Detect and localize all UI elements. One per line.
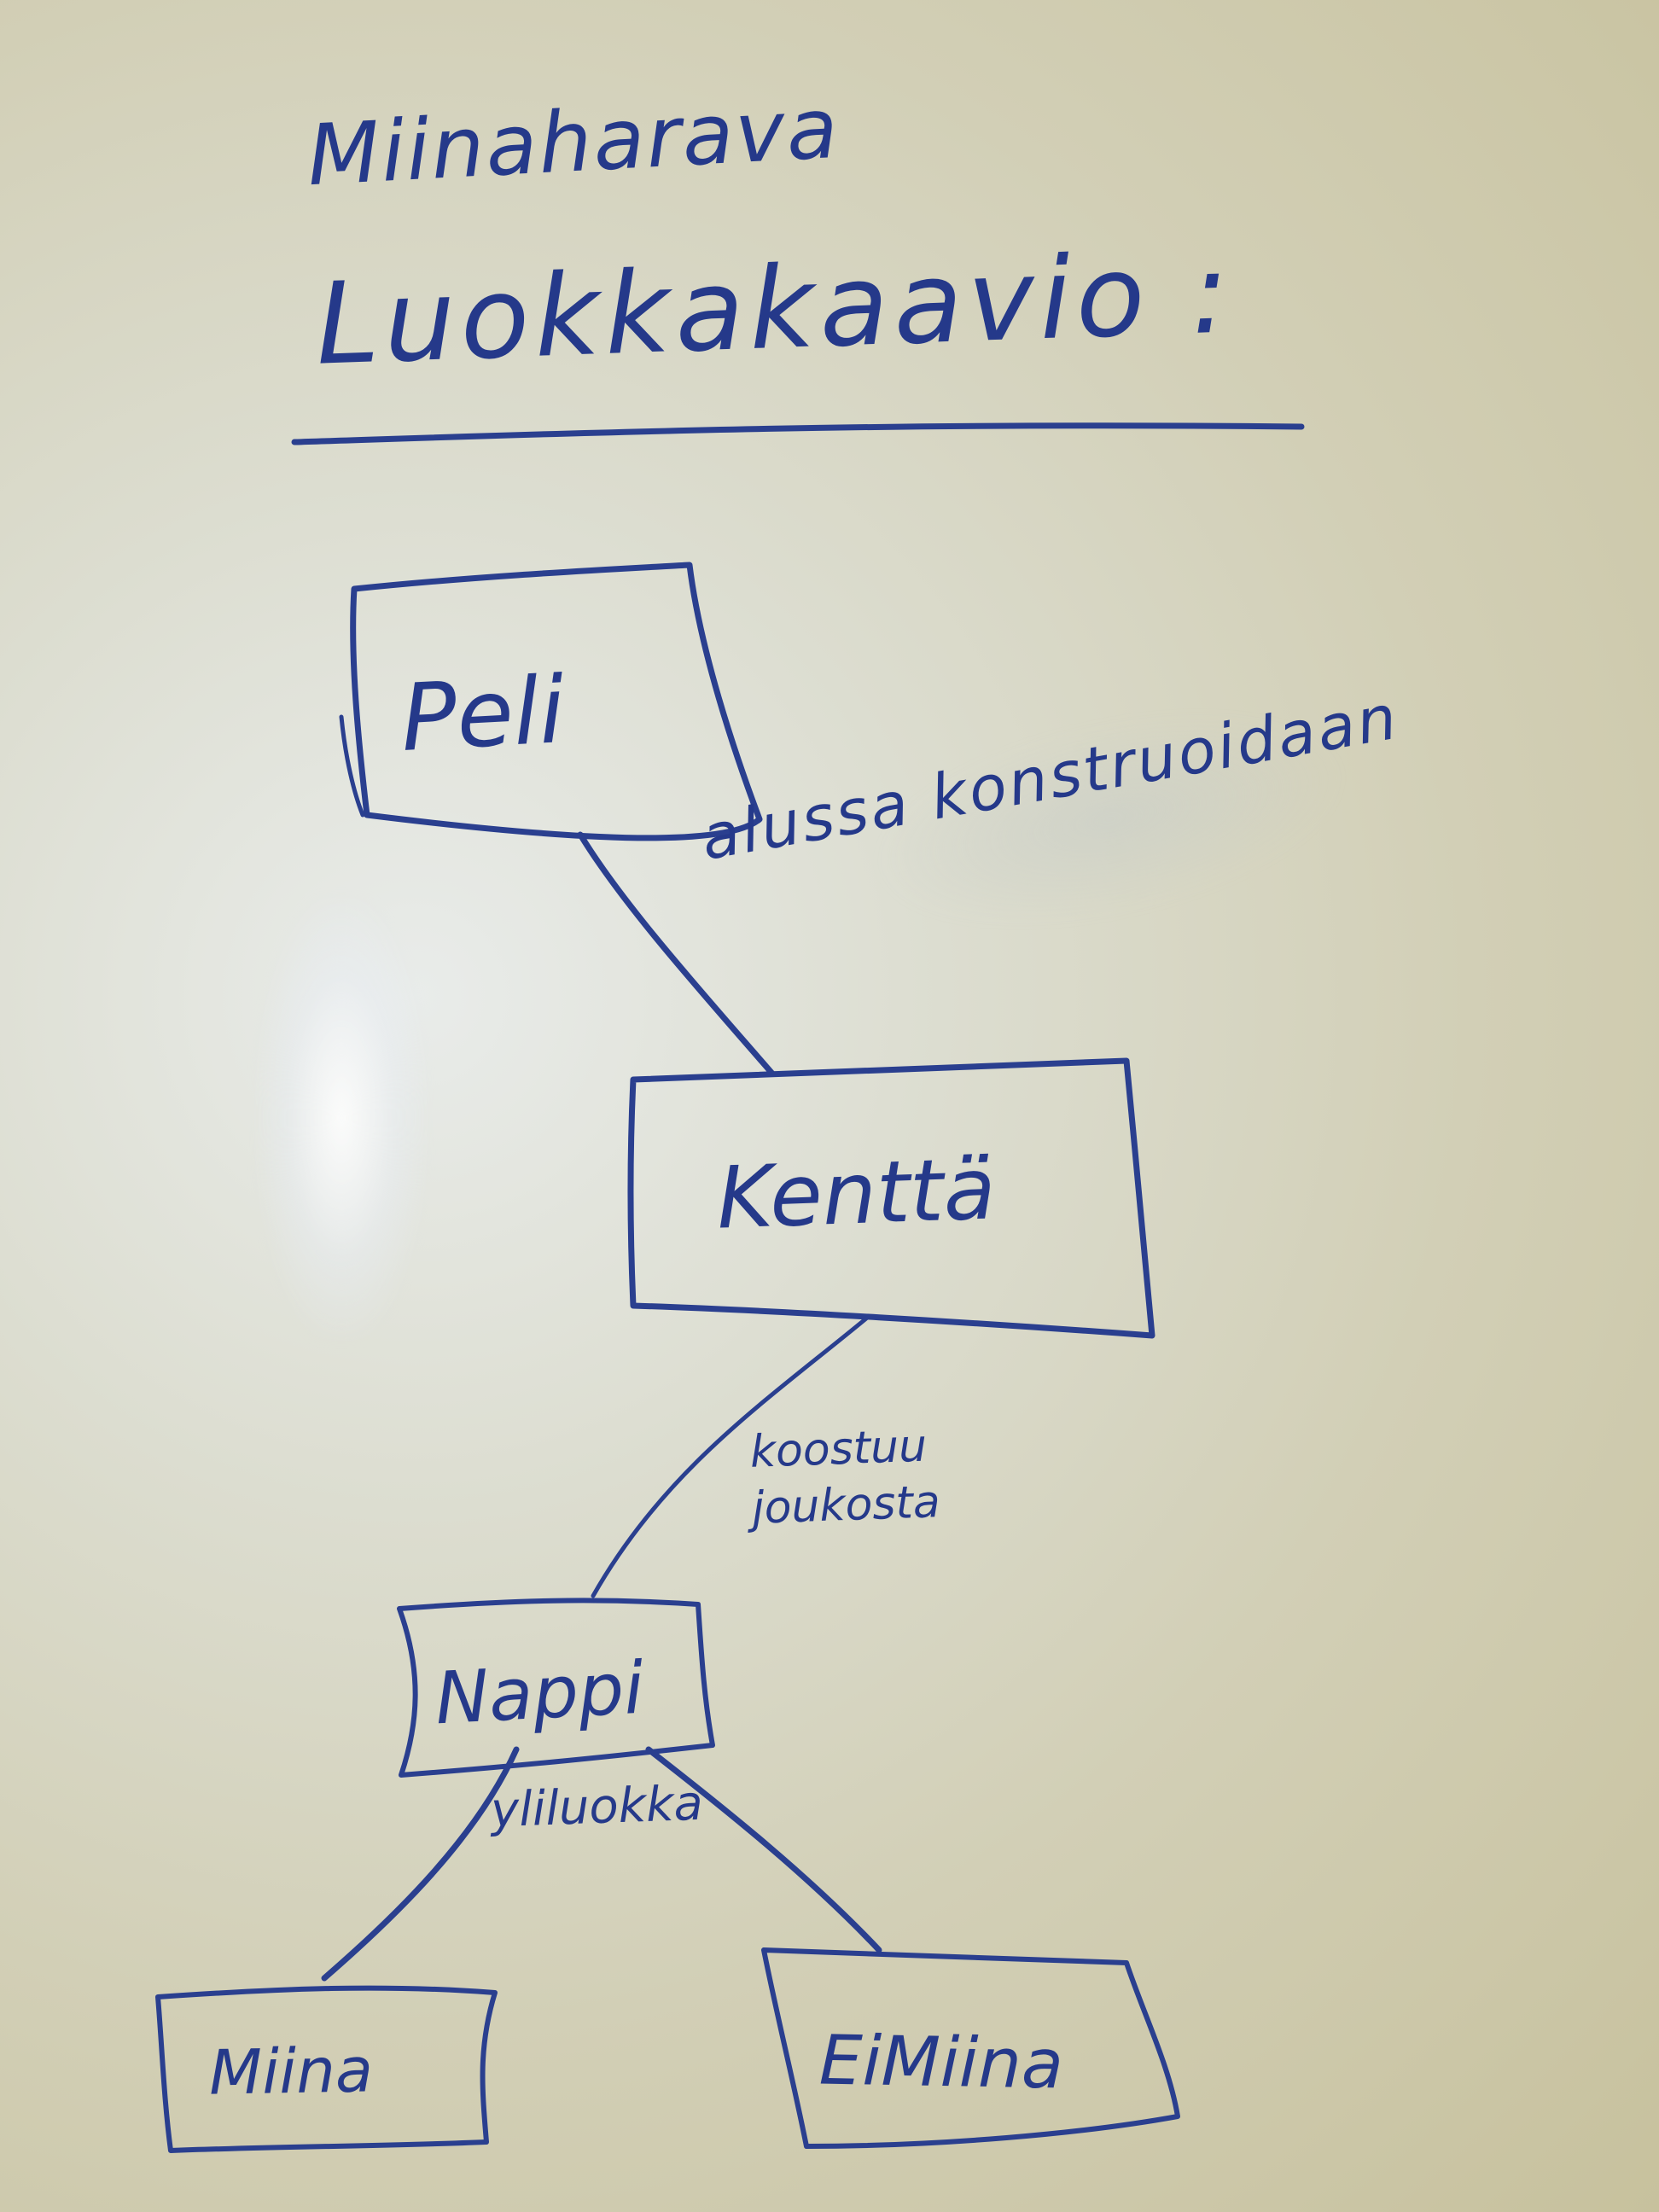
node-eimiina-label: EiMiina	[818, 2020, 1064, 2104]
light-glare	[256, 896, 427, 1340]
title-underline	[291, 422, 1305, 445]
eimiina-box	[761, 1947, 1180, 2149]
edge-label-koostuu-joukosta: koostuu joukosta	[748, 1420, 941, 1534]
node-peli-label: Peli	[398, 657, 568, 772]
peli-box-shadow-stroke	[339, 714, 365, 818]
node-kentta-label: Kenttä	[715, 1138, 998, 1249]
miina-box	[155, 1985, 498, 2153]
edge-nappi-miina	[321, 1746, 520, 1982]
kentta-box	[627, 1057, 1155, 1339]
edge-kentta-nappi	[591, 1316, 869, 1598]
node-nappi-label: Nappi	[433, 1645, 646, 1741]
peli-box	[350, 562, 763, 841]
node-miina-label: Miina	[208, 2034, 374, 2109]
edge-nappi-eimiina	[645, 1746, 882, 1953]
edge-peli-kentta	[577, 831, 776, 1077]
edge-label-yliluokka: yliluokka	[489, 1775, 704, 1839]
nappi-box	[397, 1598, 715, 1778]
